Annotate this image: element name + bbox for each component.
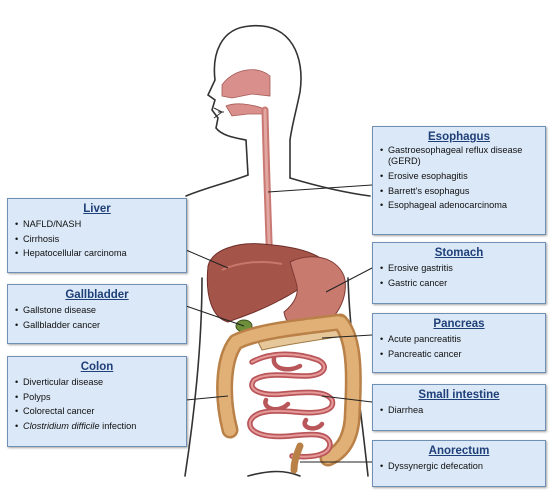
esophagus-title: Esophagus xyxy=(428,131,490,143)
anorectum-title: Anorectum xyxy=(428,445,490,457)
gallbladder-box: Gallbladder Gallstone disease Gallbladde… xyxy=(7,284,187,344)
oral-cavity xyxy=(225,103,267,117)
pancreas-title: Pancreas xyxy=(433,318,485,330)
small-intestine-box: Small intestine Diarrhea xyxy=(372,384,546,431)
pancreas-box: Pancreas Acute pancreatitis Pancreatic c… xyxy=(372,313,546,373)
nasal-cavity xyxy=(221,69,271,99)
stomach-box: Stomach Erosive gastritis Gastric cancer xyxy=(372,242,546,304)
stomach-item: Gastric cancer xyxy=(380,276,545,291)
colon-item: Polyps xyxy=(15,390,186,405)
esophagus-item: Erosive esophagitis xyxy=(380,169,545,184)
mouth-icon xyxy=(213,107,224,119)
liver-item: NAFLD/NASH xyxy=(15,217,186,232)
colon-box: Colon Diverticular disease Polyps Colore… xyxy=(7,356,187,447)
rectum-organ xyxy=(290,442,304,474)
colon-item-suffix: infection xyxy=(99,420,137,431)
liver-item: Hepatocellular carcinoma xyxy=(15,246,186,261)
esophagus-item: Gastroesophageal reflux disease (GERD) xyxy=(380,145,545,169)
colon-item-infection: Clostridium difficile infection xyxy=(15,419,186,434)
anorectum-box: Anorectum Dyssynergic defecation xyxy=(372,440,546,487)
small-intestine-title: Small intestine xyxy=(418,389,500,401)
gallbladder-item: Gallstone disease xyxy=(15,303,186,318)
small-intestine-organ xyxy=(247,351,336,460)
colon-item: Diverticular disease xyxy=(15,375,186,390)
esophagus-box: Esophagus Gastroesophageal reflux diseas… xyxy=(372,126,546,235)
pancreas-item: Pancreatic cancer xyxy=(380,347,545,362)
stomach-title: Stomach xyxy=(434,247,484,259)
stomach-item: Erosive gastritis xyxy=(380,261,545,276)
anorectum-item: Dyssynergic defecation xyxy=(380,459,545,474)
leader-lines xyxy=(185,184,373,463)
pancreas-item: Acute pancreatitis xyxy=(380,332,545,347)
small-intestine-item: Diarrhea xyxy=(380,403,545,418)
liver-title: Liver xyxy=(83,203,111,215)
esophagus-item: Barrett's esophagus xyxy=(380,184,545,199)
colon-title: Colon xyxy=(80,361,114,373)
liver-item: Cirrhosis xyxy=(15,232,186,247)
esophagus-item: Esophageal adenocarcinoma xyxy=(380,198,545,213)
liver-box: Liver NAFLD/NASH Cirrhosis Hepatocellula… xyxy=(7,198,187,273)
gallbladder-item: Gallbladder cancer xyxy=(15,318,186,333)
colon-item: Colorectal cancer xyxy=(15,404,186,419)
colon-item-organism: Clostridium difficile xyxy=(23,420,100,431)
gallbladder-title: Gallbladder xyxy=(65,289,129,301)
